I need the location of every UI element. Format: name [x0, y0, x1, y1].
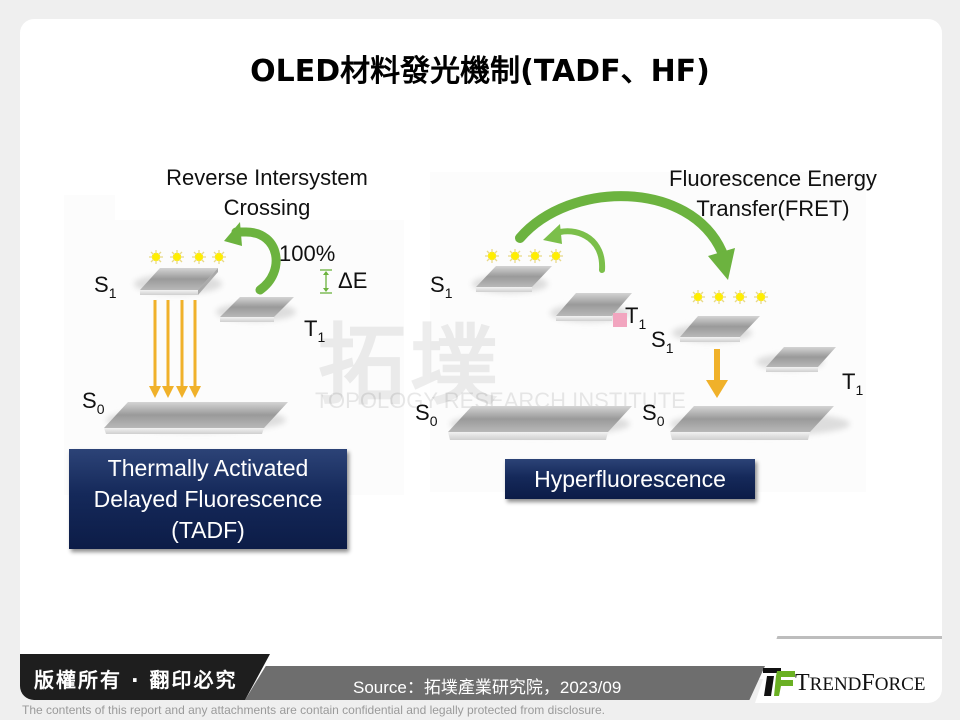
hf-fret-arrow [515, 191, 735, 280]
tadf-t1-plate [216, 297, 296, 322]
disclaimer-text: The contents of this report and any atta… [22, 703, 605, 717]
hf-risc-arrow [543, 224, 606, 273]
source-text: Source：拓墣產業研究院，2023/09 [353, 678, 622, 697]
source-bar: Source：拓墣產業研究院，2023/09 [245, 666, 765, 700]
hf-caption-line2: Transfer(FRET) [696, 196, 850, 221]
tadf-s0-plate [104, 402, 288, 434]
tadf-delta-e-label: ΔE [338, 268, 368, 293]
logo-area [755, 636, 942, 703]
tadf-emission-arrows [149, 300, 201, 398]
tadf-s1-plate [134, 268, 222, 295]
tadf-box-line3: (TADF) [171, 517, 245, 543]
hf-emitter-t1-label: T1 [842, 369, 864, 398]
tadf-title-box: Thermally Activated Delayed Fluorescence… [69, 449, 347, 549]
tadf-percent-label: 100% [279, 241, 336, 266]
hf-caption-line1: Fluorescence Energy [669, 166, 877, 191]
tadf-panel [64, 195, 404, 495]
hf-emitter-s0-plate [670, 406, 850, 440]
hf-emission-arrow [706, 349, 728, 398]
tadf-s1-label: S1 [94, 272, 117, 301]
tadf-caption: Reverse Intersystem Crossing [120, 163, 414, 223]
watermark-chinese: 拓墣 [318, 314, 503, 417]
tadf-caption-bg [115, 160, 417, 220]
pink-marker [613, 313, 627, 327]
tadf-box-line1: Thermally Activated [107, 455, 309, 481]
slide-title: OLED材料發光機制(TADF、HF) [250, 54, 710, 89]
hf-emitter-s0-label: S0 [642, 400, 665, 429]
hf-emitter-s1-label: S1 [651, 327, 674, 356]
hf-title-box: Hyperfluorescence [505, 459, 755, 499]
trendforce-logo-icon [763, 668, 795, 696]
hf-caption: Fluorescence Energy Transfer(FRET) [645, 164, 901, 224]
tadf-s0-label: S0 [82, 388, 105, 417]
hf-emitter-s1-plate [672, 316, 760, 342]
copyright-text: 版權所有 · 翻印必究 [34, 668, 238, 692]
tadf-t1-label: T1 [304, 316, 326, 345]
tadf-caption-line1: Reverse Intersystem [166, 165, 368, 190]
tadf-caption-line2: Crossing [223, 195, 311, 220]
trendforce-logo-text: TRENDFORCE [795, 670, 926, 696]
delta-e-marker [320, 269, 332, 294]
hf-host-t1-label: T1 [625, 303, 647, 332]
hf-host-s0-plate [448, 406, 632, 440]
hf-host-s1-plate [472, 266, 552, 293]
copyright-bar: 版權所有 · 翻印必究 [20, 654, 270, 700]
hf-host-t1-plate [550, 293, 632, 322]
hf-emitter-t1-plate [756, 347, 836, 372]
tadf-risc-arrow [224, 222, 281, 295]
hf-host-s1-label: S1 [430, 272, 453, 301]
hf-host-s0-label: S0 [415, 400, 438, 429]
tadf-box-line2: Delayed Fluorescence [93, 486, 323, 512]
